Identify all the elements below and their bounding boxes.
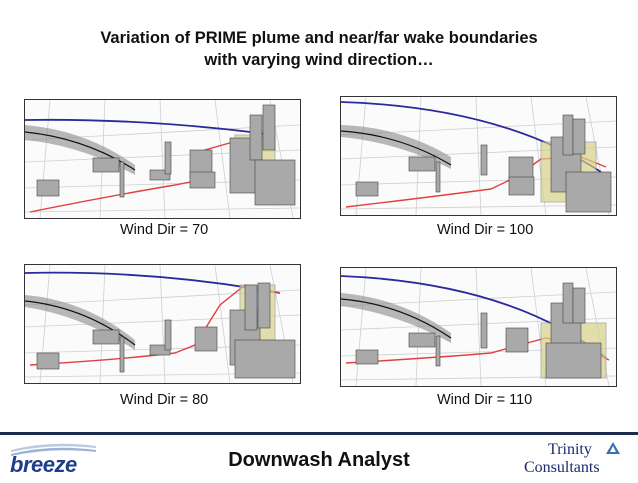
breeze-logo-graphic: breeze — [10, 443, 96, 477]
trinity-consultants-logo: Trinity Consultants — [520, 438, 632, 478]
wind-dir-70-caption: Wind Dir = 70 — [120, 222, 209, 238]
footer-divider — [0, 432, 638, 435]
slide-title-line1: Variation of PRIME plume and near/far wa… — [100, 29, 538, 47]
wind-dir-100-panel — [340, 96, 617, 216]
wind-dir-80-visualization — [25, 265, 300, 383]
svg-text:breeze: breeze — [10, 452, 77, 476]
wind-dir-110-caption: Wind Dir = 110 — [437, 392, 533, 408]
svg-text:Trinity: Trinity — [548, 441, 592, 458]
wind-dir-100-visualization — [341, 97, 616, 215]
wind-dir-70-panel — [24, 99, 301, 219]
slide-title: Variation of PRIME plume and near/far wa… — [0, 27, 638, 71]
wind-dir-100-caption: Wind Dir = 100 — [437, 222, 534, 238]
slide-title-line2: with varying wind direction… — [204, 51, 434, 69]
svg-text:Consultants: Consultants — [524, 459, 600, 476]
wind-dir-110-visualization — [341, 268, 616, 386]
footer-title: Downwash Analyst — [228, 449, 410, 471]
wind-dir-70-visualization — [25, 100, 300, 218]
trinity-logo-graphic: Trinity Consultants — [524, 441, 620, 476]
breeze-logo: breeze — [6, 440, 101, 477]
wind-dir-80-panel — [24, 264, 301, 384]
wind-dir-110-panel — [340, 267, 617, 387]
wind-dir-80-caption: Wind Dir = 80 — [120, 392, 209, 408]
